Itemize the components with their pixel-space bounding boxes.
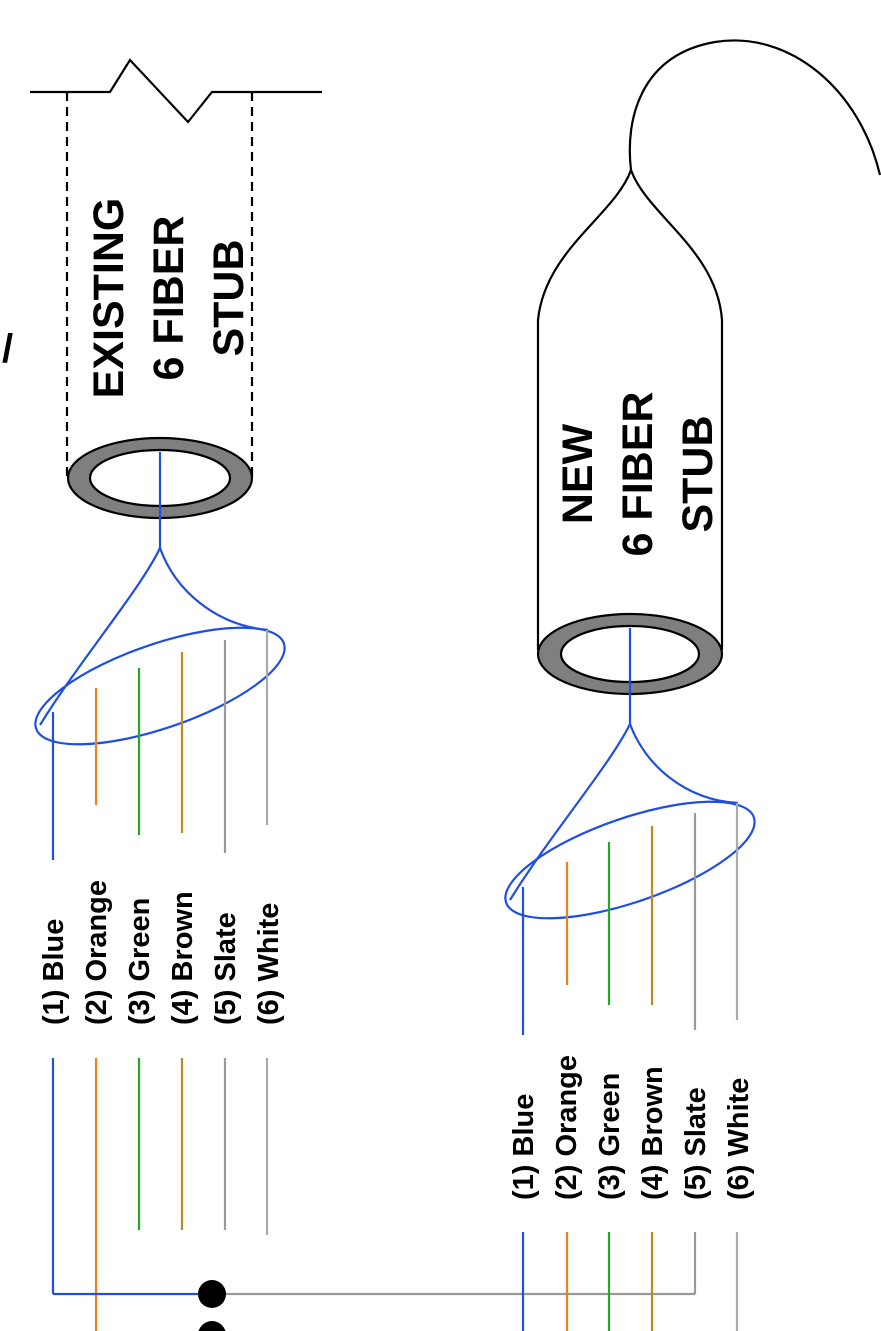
existing-stub-title-line-3: STUB — [205, 239, 253, 356]
new-stub: NEW 6 FIBER STUB — [536, 39, 881, 696]
existing-stub-break-line — [30, 58, 322, 124]
new-stub-title-line-2: 6 FIBER — [614, 392, 662, 557]
new-fanout-loop — [504, 800, 756, 920]
new-label-green: (3) Green — [594, 1073, 626, 1200]
existing-label-white: (6) White — [253, 903, 285, 1025]
new-label-slate: (5) Slate — [680, 1087, 712, 1200]
existing-stub: EXISTING 6 FIBER STUB — [30, 58, 322, 520]
new-fanout — [504, 628, 756, 1035]
existing-label-green: (3) Green — [124, 898, 156, 1025]
existing-label-brown: (4) Brown — [167, 891, 199, 1025]
splice-connections — [53, 1280, 695, 1331]
existing-label-slate: (5) Slate — [210, 912, 242, 1025]
splice-dot-lower — [198, 1321, 226, 1331]
existing-fanout-right — [158, 547, 269, 632]
existing-label-blue: (1) Blue — [38, 919, 70, 1025]
existing-label-orange: (2) Orange — [81, 880, 113, 1025]
new-lower-fibers — [521, 1232, 739, 1331]
new-stub-cable-loop — [628, 39, 881, 176]
new-label-blue: (1) Blue — [508, 1094, 540, 1200]
new-label-orange: (2) Orange — [551, 1055, 583, 1200]
existing-lower-fibers — [51, 1058, 269, 1331]
existing-stub-title-line-2: 6 FIBER — [145, 216, 193, 381]
new-fanout-left — [509, 723, 631, 901]
new-label-brown: (4) Brown — [637, 1066, 669, 1200]
new-stub-title-line-1: NEW — [554, 423, 602, 524]
new-label-white: (6) White — [723, 1078, 755, 1200]
existing-stub-title-line-1: EXISTING — [85, 198, 133, 399]
splice-dot — [198, 1280, 226, 1308]
stray-slash-mark: / — [2, 327, 13, 371]
new-fiber-labels: (1) Blue (2) Orange (3) Green (4) Brown … — [508, 1055, 755, 1200]
existing-fiber-labels: (1) Blue (2) Orange (3) Green (4) Brown … — [38, 880, 285, 1025]
new-stub-title-line-3: STUB — [674, 415, 722, 532]
existing-fanout-loop — [34, 626, 286, 746]
existing-fanout-left — [39, 547, 161, 726]
new-fanout-right — [628, 723, 739, 805]
existing-fanout — [34, 452, 286, 860]
